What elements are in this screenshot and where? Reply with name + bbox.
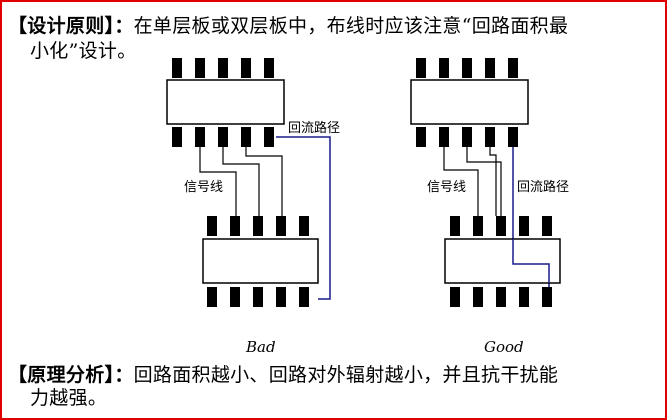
bad-bottom-chip <box>202 238 319 284</box>
principle-heading: 【设计原则】 <box>8 15 115 37</box>
bad-signal-label: 信号线 <box>184 180 223 195</box>
good-caption: Good <box>484 338 524 356</box>
design-principle-text: 【设计原则】：在单层板或双层板中，布线时应该注意“回路面积最 小化”设计。 <box>8 14 658 64</box>
good-signal-label: 信号线 <box>427 180 466 195</box>
analysis-line-1: 回路面积越小、回路对外辐射越小，并且抗干扰能 <box>133 364 559 386</box>
good-top-chip-lower-pins <box>416 127 518 147</box>
principle-line-1: 在单层板或双层板中，布线时应该注意“回路面积最 <box>133 15 569 37</box>
analysis-line-2: 力越强。 <box>30 387 108 409</box>
good-bottom-chip-upper-pins <box>450 216 552 236</box>
bad-signal-traces <box>199 147 283 216</box>
good-bottom-chip <box>444 238 561 284</box>
principle-line-2: 小化”设计。 <box>30 40 137 62</box>
bad-diagram: 回流路径 信号线 Bad <box>166 58 340 356</box>
good-return-label: 回流路径 <box>517 179 569 195</box>
good-top-chip-upper-pins <box>416 58 518 78</box>
good-signal-traces <box>443 147 502 216</box>
bad-top-chip-lower-pins <box>172 127 274 147</box>
analysis-heading: 【原理分析】 <box>8 364 115 386</box>
bad-return-path <box>276 136 331 300</box>
bad-return-label: 回流路径 <box>288 120 340 136</box>
principle-colon: ： <box>114 15 134 37</box>
bad-top-chip <box>166 79 285 125</box>
good-top-chip <box>410 79 529 125</box>
bad-caption: Bad <box>245 338 276 356</box>
bad-bottom-chip-upper-pins <box>207 216 309 236</box>
bad-top-chip-upper-pins <box>172 58 274 78</box>
analysis-colon: ： <box>114 364 134 386</box>
good-diagram: 信号线 回流路径 Good <box>410 58 569 356</box>
good-return-path-inner <box>512 239 550 283</box>
good-bottom-chip-lower-pins <box>450 287 552 307</box>
principle-analysis-text: 【原理分析】：回路面积越小、回路对外辐射越小，并且抗干扰能 力越强。 <box>8 364 658 410</box>
bad-bottom-chip-lower-pins <box>207 287 309 307</box>
